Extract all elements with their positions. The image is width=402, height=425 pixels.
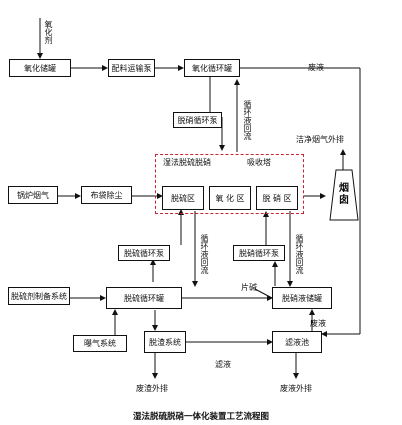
circ-liquid-left-label: 循环液回流 [200,234,209,274]
oxidation-zone-box: 氧 化 区 [209,186,251,210]
oxidant-input-label: 氧化剂 [44,20,53,44]
denitr-zone-box: 脱 硝 区 [256,186,298,210]
aeration-box: 曝气系统 [73,335,127,352]
waste-liquid-top-label: 废液 [308,63,324,72]
waste-liquid-out-label: 废液外排 [280,384,312,393]
circ-liquid-top-label: 循环液回流 [243,100,252,140]
diagram-caption: 湿法脱硫脱硝一体化装置工艺流程图 [132,412,269,422]
baghouse-box: 布袋除尘 [81,186,132,204]
boiler-flue-box: 锅炉烟气 [8,186,58,204]
waste-residue-out-label: 废渣外排 [136,384,168,393]
circ-liquid-right-label: 循环液回流 [295,234,304,274]
clean-flue-label: 洁净烟气外排 [296,135,344,144]
denitr-circ-pump-box: 脱硝循环泵 [233,245,285,261]
filtrate-label: 滤液 [215,360,231,369]
filter-tank-box: 滤液池 [272,331,322,353]
region-title-label: 湿法脱硫脱硝 [163,158,211,167]
desulf-zone-box: 脱硫区 [162,186,204,210]
denitr-circ-pump-top-box: 脱硝循环泵 [173,112,222,128]
denitr-storage-box: 脱硝液储罐 [272,287,332,309]
waste-liquid-right-label: 废液 [310,319,326,328]
feed-pump-box: 配料运输泵 [108,59,155,77]
desulf-circ-pump-box: 脱硫循环泵 [118,245,170,261]
oxidation-tank-box: 氧化循环罐 [184,59,240,77]
chimney-label: 烟 囱 [339,183,349,206]
flake-alkali-label: 片碱 [241,283,257,292]
desulf-system-box: 脱渣系统 [144,331,186,353]
desulfurizer-prep-box: 脱硫剂制备系统 [8,287,70,305]
absorber-region [155,154,304,214]
desulf-circ-tank-box: 脱硫循环罐 [106,287,182,309]
absorber-label: 吸收塔 [247,158,271,167]
chimney-shape [329,169,359,221]
oxidant-storage-box: 氧化储罐 [9,59,71,77]
